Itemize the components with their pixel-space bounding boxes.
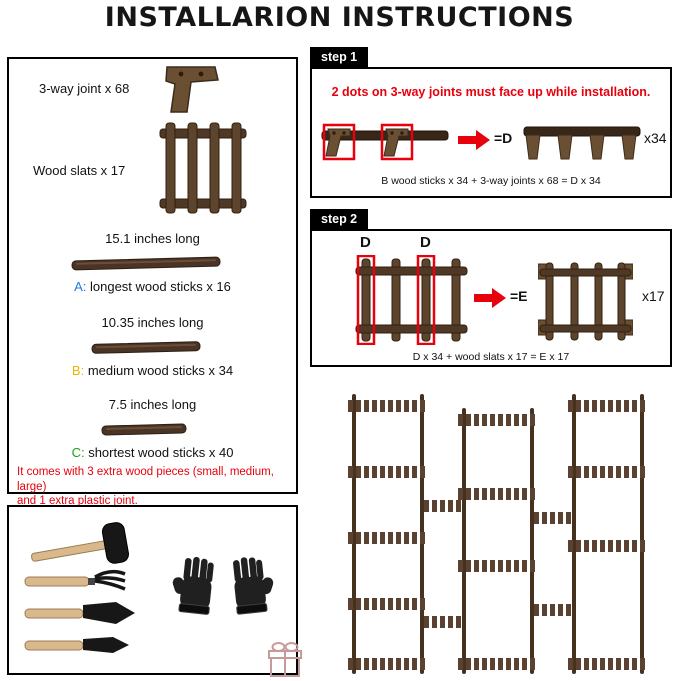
step2-d-label-right: D — [420, 234, 431, 251]
stick-a-description: A: longest wood sticks x 16 — [9, 279, 296, 294]
stick-b-length-label: 10.35 inches long — [101, 315, 204, 330]
step2-result-label: =E — [510, 288, 528, 304]
step2-count-label: x17 — [642, 288, 665, 304]
stick-c-text: shortest wood sticks x 40 — [84, 445, 234, 460]
gloves-icon — [172, 556, 274, 615]
mallet-icon — [31, 522, 130, 564]
page-title: INSTALLARION INSTRUCTIONS — [104, 2, 575, 33]
step1-assembly-after-image — [523, 126, 641, 160]
wood-stick-short-icon — [101, 423, 187, 436]
step1-caption: B wood sticks x 34 + 3-way joints x 68 =… — [381, 175, 601, 187]
step1-assembly-before-image — [321, 123, 449, 161]
stick-a-text: longest wood sticks x 16 — [86, 279, 231, 294]
stick-b-description: B: medium wood sticks x 34 — [9, 363, 296, 378]
trowel-icon — [24, 602, 135, 624]
gift-box-icon — [268, 642, 302, 677]
wood-stick-long-icon — [71, 256, 221, 271]
extra-pieces-note: It comes with 3 extra wood pieces (small… — [17, 465, 291, 509]
step1-box: 2 dots on 3-way joints must face up whil… — [310, 67, 672, 198]
three-way-joint-icon — [165, 66, 219, 113]
step2-box: D D =E — [310, 229, 672, 367]
stick-c-length-label: 7.5 inches long — [108, 397, 197, 412]
step1-result-label: =D — [494, 130, 513, 146]
red-arrow-icon — [458, 130, 490, 150]
wood-slats-label: Wood slats x 17 — [33, 163, 126, 178]
wood-stick-medium-icon — [91, 341, 201, 354]
stick-b-text: medium wood sticks x 34 — [84, 363, 234, 378]
plant-stand-image — [348, 394, 648, 674]
tools-icon — [24, 522, 135, 653]
stick-c-letter: C: — [71, 445, 85, 460]
parts-list-box: 3-way joint x 68 Wood slats x 17 15.1 in… — [7, 57, 298, 507]
tools-box — [7, 505, 298, 675]
step2-caption: D x 34 + wood slats x 17 = E x 17 — [412, 351, 570, 363]
step2-d-label-left: D — [360, 234, 371, 251]
three-way-joint-label: 3-way joint x 68 — [39, 81, 130, 96]
wood-slats-icon — [159, 122, 247, 214]
transplanter-icon — [24, 637, 129, 653]
stick-c-description: C: shortest wood sticks x 40 — [9, 445, 296, 460]
extra-pieces-note-line1: It comes with 3 extra wood pieces (small… — [17, 466, 274, 493]
step2-tab: step 2 — [310, 209, 369, 229]
hand-rake-icon — [24, 569, 126, 591]
extra-pieces-note-line2: and 1 extra plastic joint. — [17, 495, 138, 508]
stick-b-letter: B: — [71, 363, 85, 378]
step1-tab: step 1 — [310, 47, 369, 67]
step2-assembly-after-image — [538, 262, 633, 341]
step2-assembly-before-image — [355, 255, 468, 345]
step1-warning: 2 dots on 3-way joints must face up whil… — [331, 85, 651, 99]
stick-a-letter: A: — [74, 279, 87, 294]
red-arrow-icon — [474, 288, 506, 308]
stick-a-length-label: 15.1 inches long — [105, 231, 200, 246]
step1-count-label: x34 — [644, 130, 667, 146]
